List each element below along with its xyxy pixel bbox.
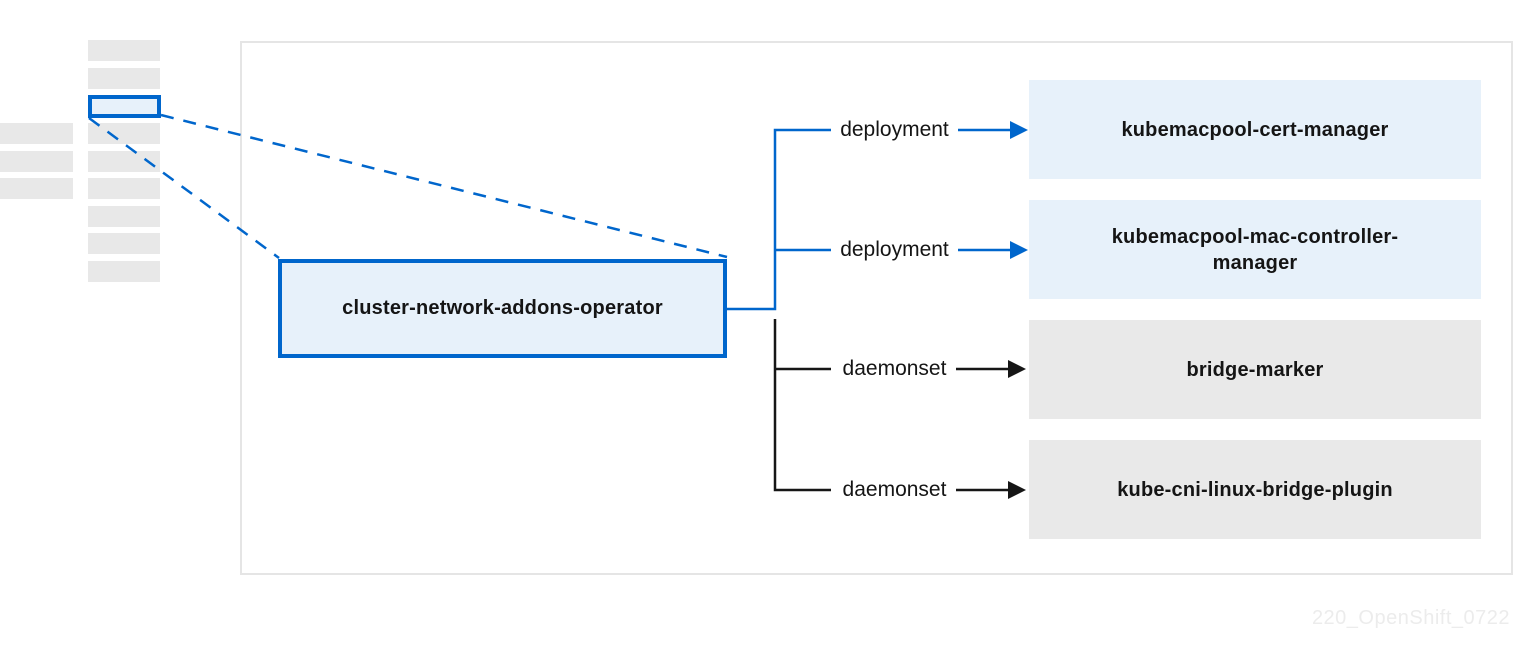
target-box-label: kube-cni-linux-bridge-plugin	[1117, 478, 1393, 501]
thumbnail-list-row	[88, 151, 160, 172]
kind-label-daemonset-1: daemonset	[842, 357, 947, 380]
target-box-label: kubemacpool-cert-manager	[1121, 118, 1389, 141]
thumbnail-list-row	[88, 123, 160, 144]
thumbnail-selected-row	[88, 95, 161, 118]
thumbnail-list-row	[88, 233, 160, 254]
target-box-kubemacpool-cert-manager: kubemacpool-cert-manager	[1029, 80, 1481, 179]
operator-box: cluster-network-addons-operator	[278, 259, 727, 358]
target-box-label: bridge-marker	[1186, 358, 1324, 381]
kind-label-daemonset-2: daemonset	[842, 478, 947, 501]
thumbnail-side-row	[0, 151, 73, 172]
target-box-kube-cni-linux-bridge-plugin: kube-cni-linux-bridge-plugin	[1029, 440, 1481, 539]
target-box-kubemacpool-mac-controller-manager: kubemacpool-mac-controller- manager	[1029, 200, 1481, 299]
watermark-text: 220_OpenShift_0722	[1311, 607, 1510, 629]
thumbnail-list-row	[88, 68, 160, 89]
target-box-bridge-marker: bridge-marker	[1029, 320, 1481, 419]
thumbnail-list-row	[88, 178, 160, 199]
thumbnail-side-row	[0, 123, 73, 144]
kind-label-deployment-2: deployment	[840, 238, 949, 261]
thumbnail-list-row	[88, 206, 160, 227]
thumbnail-side-row	[0, 178, 73, 199]
target-box-label: kubemacpool-mac-controller- manager	[1111, 225, 1399, 274]
thumbnail-list-row	[88, 261, 160, 282]
kind-label-deployment-1: deployment	[840, 118, 949, 141]
operator-box-label: cluster-network-addons-operator	[342, 297, 663, 319]
thumbnail-list-row	[88, 40, 160, 61]
